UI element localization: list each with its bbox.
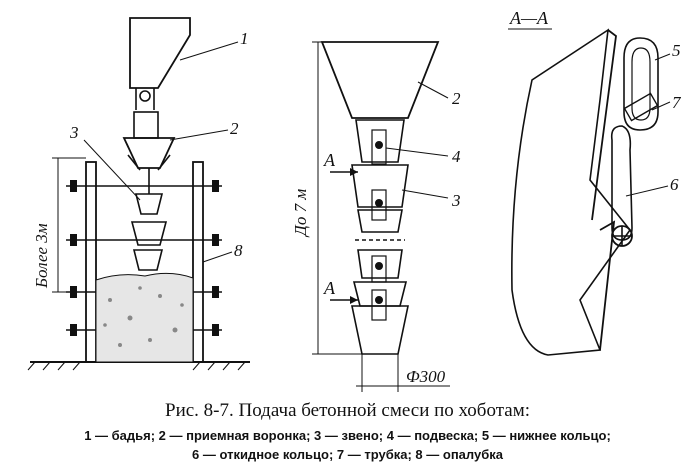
- label-7-tube: 7: [672, 93, 682, 112]
- label-8-formwork: 8: [234, 241, 243, 260]
- legend-line-1: 1 — бадья; 2 — приемная воронка; 3 — зве…: [84, 428, 611, 443]
- trunk-link: [355, 119, 405, 163]
- section-title: А—А: [509, 8, 549, 28]
- label-5-lower-ring: 5: [672, 41, 681, 60]
- label-2-funnel: 2: [452, 89, 461, 108]
- height-dimension-mid: До 7 м: [291, 189, 310, 238]
- trunk-link: [357, 209, 403, 233]
- height-dimension-left: Более 3м: [32, 223, 51, 289]
- label-1-bucket: 1: [240, 29, 249, 48]
- label-3-link-mid: 3: [451, 191, 461, 210]
- section-mark-upper: А: [323, 150, 336, 170]
- legend-line-2: 6 — откидное кольцо; 7 — трубка; 8 — опа…: [192, 447, 503, 462]
- figure-caption: Рис. 8-7. Подача бетонной смеси по хобот…: [165, 400, 530, 421]
- formwork-left-wall: [85, 161, 97, 363]
- tube: [623, 92, 659, 122]
- formwork-right-wall: [192, 161, 204, 363]
- trunk-link: [357, 249, 403, 279]
- link-section-body: [511, 28, 632, 356]
- section-mark-lower: А: [323, 278, 336, 298]
- diameter-dimension: Ф300: [406, 367, 446, 386]
- receiving-hopper: [122, 137, 176, 169]
- trunk-link: [130, 221, 168, 246]
- lower-ring: [623, 37, 659, 131]
- trunk-link: [134, 193, 164, 215]
- folding-ring: [610, 125, 633, 241]
- right-drawing: [511, 28, 671, 356]
- label-4-hanger: 4: [452, 147, 461, 166]
- trunk-link: [132, 249, 164, 271]
- trunk-link: [351, 164, 409, 208]
- concrete-fill: [95, 272, 194, 363]
- label-2-hopper: 2: [230, 119, 239, 138]
- bucket: [129, 17, 191, 89]
- trunk-link: [351, 305, 409, 355]
- concrete-feed-diagram: 1 2 3 8 Более 3м: [27, 8, 682, 392]
- label-6-folding-ring: 6: [670, 175, 679, 194]
- label-3-link: 3: [69, 123, 79, 142]
- hopper-funnel: [320, 41, 440, 119]
- middle-drawing: [312, 41, 450, 392]
- left-drawing: [27, 17, 250, 371]
